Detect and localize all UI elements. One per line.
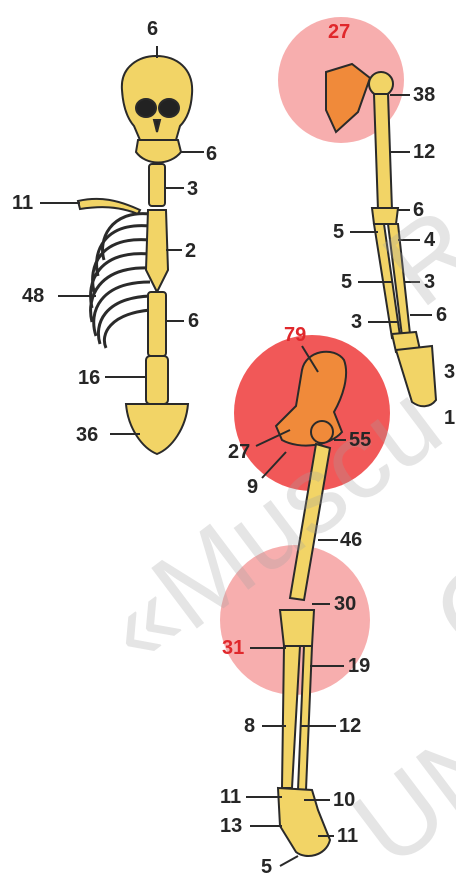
label-ulna-mid: 5 <box>341 272 352 292</box>
label-cervical: 3 <box>187 179 198 199</box>
label-hip-low: 9 <box>247 477 258 497</box>
humerus <box>374 94 392 210</box>
label-foot-right: 11 <box>337 826 358 846</box>
label-hip-right: 55 <box>349 430 371 450</box>
label-skull: 6 <box>147 19 158 39</box>
clavicle <box>78 199 140 214</box>
label-scapula: 27 <box>328 22 350 42</box>
label-tibia-right: 12 <box>339 716 361 736</box>
label-clavicle: 11 <box>12 193 33 213</box>
label-tibia-left: 8 <box>244 716 255 736</box>
label-fibula-upper: 19 <box>348 656 370 676</box>
label-elbow: 6 <box>413 200 424 220</box>
label-sternum: 2 <box>185 241 196 261</box>
label-humerus-head: 38 <box>413 85 435 105</box>
label-radius-low: 6 <box>436 305 447 325</box>
label-hand-right: 3 <box>444 362 455 382</box>
label-femur: 46 <box>340 530 362 550</box>
label-ribs: 48 <box>22 286 44 306</box>
label-hip-top: 79 <box>284 325 306 345</box>
label-knee-right: 30 <box>334 594 356 614</box>
cervical-spine <box>149 164 165 206</box>
label-lumbar: 16 <box>78 368 100 388</box>
mandible <box>136 140 181 163</box>
lumbar-spine <box>146 356 168 404</box>
label-thoracic: 6 <box>188 311 199 331</box>
label-toe: 5 <box>261 857 272 877</box>
label-ulna-upper: 5 <box>333 222 344 242</box>
left-eye-socket <box>136 99 156 117</box>
tibia <box>282 646 300 788</box>
label-foot-left: 13 <box>220 816 242 836</box>
label-mandible: 6 <box>206 144 217 164</box>
rib-cage <box>91 214 150 348</box>
right-eye-socket <box>159 99 179 117</box>
label-finger: 1 <box>444 408 455 428</box>
sternum <box>146 210 168 292</box>
hand <box>396 346 436 406</box>
label-knee-left: 31 <box>222 638 244 658</box>
thoracic-spine <box>148 292 166 356</box>
knee-joint <box>280 610 314 646</box>
elbow <box>372 208 398 224</box>
label-radius-upper: 4 <box>424 230 435 250</box>
humerus-head <box>369 72 393 96</box>
label-radius-mid: 3 <box>424 272 435 292</box>
label-ulna-low: 3 <box>351 312 362 332</box>
label-ankle-left: 11 <box>220 787 241 807</box>
foot <box>278 788 330 856</box>
label-ankle-right: 10 <box>333 790 355 810</box>
label-humerus: 12 <box>413 142 435 162</box>
sacrum <box>126 404 188 454</box>
label-sacrum: 36 <box>76 425 98 445</box>
femur-head <box>311 421 333 443</box>
label-hip-left: 27 <box>228 442 250 462</box>
